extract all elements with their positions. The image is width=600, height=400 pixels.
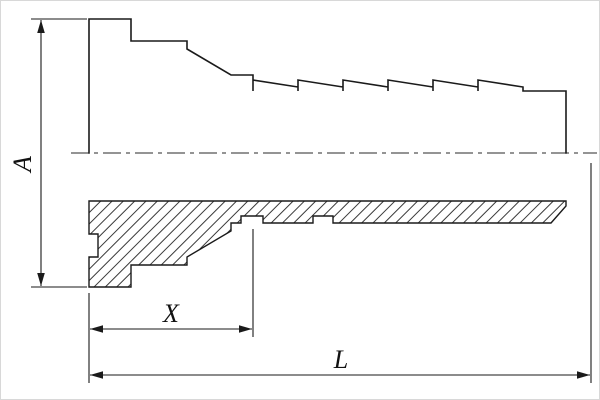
- dim-l-label: L: [333, 345, 348, 374]
- dim-x-label: X: [162, 299, 180, 328]
- fitting-upper-profile: [88, 18, 567, 154]
- dimension-L: L: [88, 163, 592, 383]
- dimension-X: X: [90, 229, 254, 337]
- dimension-A: A: [8, 18, 87, 288]
- fitting-section-hatched: [88, 200, 567, 288]
- dim-a-label: A: [8, 156, 37, 174]
